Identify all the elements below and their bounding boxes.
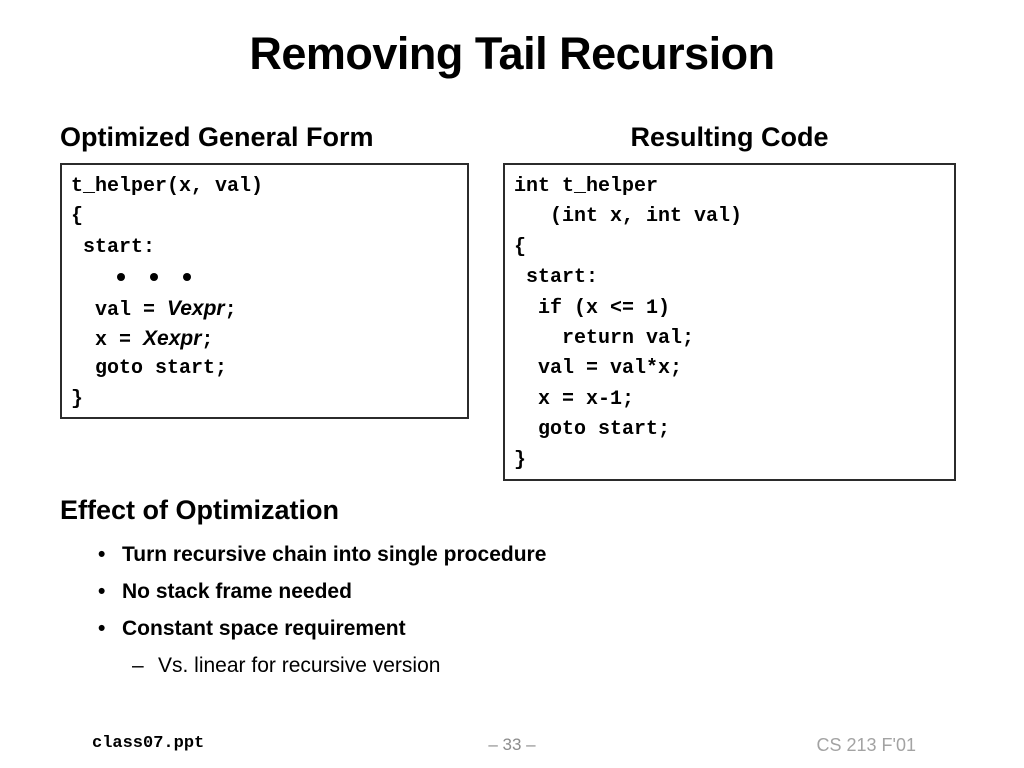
right-column-heading: Resulting Code xyxy=(630,122,829,152)
bullet-marker-icon: • xyxy=(98,580,106,603)
code-line: if (x <= 1) xyxy=(514,296,671,320)
code-line: { xyxy=(71,205,84,229)
sub-bullet-item: –Vs. linear for recursive version xyxy=(132,647,942,684)
sub-bullet-marker-icon: – xyxy=(132,654,144,677)
bullet-item: • Turn recursive chain into single proced… xyxy=(92,536,942,573)
code-line: goto start; xyxy=(514,418,671,442)
resulting-code-code-block: int t_helper (int x, int val) { start: if… xyxy=(503,163,956,481)
code-line: { xyxy=(514,235,527,259)
code-line: val = val*x; xyxy=(514,357,683,381)
bullet-label: No stack frame needed xyxy=(122,580,352,603)
bullet-marker-icon: • xyxy=(98,543,106,566)
bullet-label: Constant space requirement xyxy=(122,617,406,640)
code-line: t_helper(x, val) xyxy=(71,175,264,198)
bullet-marker-icon: • xyxy=(98,617,106,640)
code-line: } xyxy=(514,448,527,472)
metavariable-token: Xexpr xyxy=(143,326,202,350)
bullet-item: • No stack frame needed xyxy=(92,573,942,610)
optimized-general-form-code-block: t_helper(x, val) { start: val = Vexpr; x … xyxy=(60,163,469,419)
code-line: start: xyxy=(514,266,599,290)
code-line: goto start; xyxy=(71,357,228,381)
code-line: x = x-1; xyxy=(514,387,635,411)
code-line: val = Vexpr; xyxy=(71,296,237,322)
ellipsis-dot-icon xyxy=(117,272,125,281)
sub-bullet-label: Vs. linear for recursive version xyxy=(158,654,441,677)
ellipsis-dot-icon xyxy=(183,272,191,281)
code-line: x = Xexpr; xyxy=(71,326,214,352)
code-line: } xyxy=(71,387,84,411)
code-line: (int x, int val) xyxy=(514,205,743,229)
code-line: start: xyxy=(71,235,156,259)
code-line: return val; xyxy=(514,326,695,350)
footer-filename: class07.ppt xyxy=(92,734,205,753)
bullet-item: • Constant space requirement xyxy=(92,610,942,647)
left-column-heading: Optimized General Form xyxy=(60,122,374,152)
code-ellipsis-line xyxy=(71,263,467,293)
ellipsis-dot-icon xyxy=(150,272,158,281)
effect-bullet-list: • Turn recursive chain into single proced… xyxy=(92,536,942,684)
code-line: int t_helper xyxy=(514,175,659,198)
footer-course-label: CS 213 F'01 xyxy=(816,735,917,755)
effect-of-optimization-heading: Effect of Optimization xyxy=(60,495,339,525)
metavariable-token: Vexpr xyxy=(167,296,225,320)
page-title: Removing Tail Recursion xyxy=(249,28,775,79)
footer-page-number: – 33 – xyxy=(488,735,536,754)
bullet-label: Turn recursive chain into single procedu… xyxy=(122,543,547,566)
